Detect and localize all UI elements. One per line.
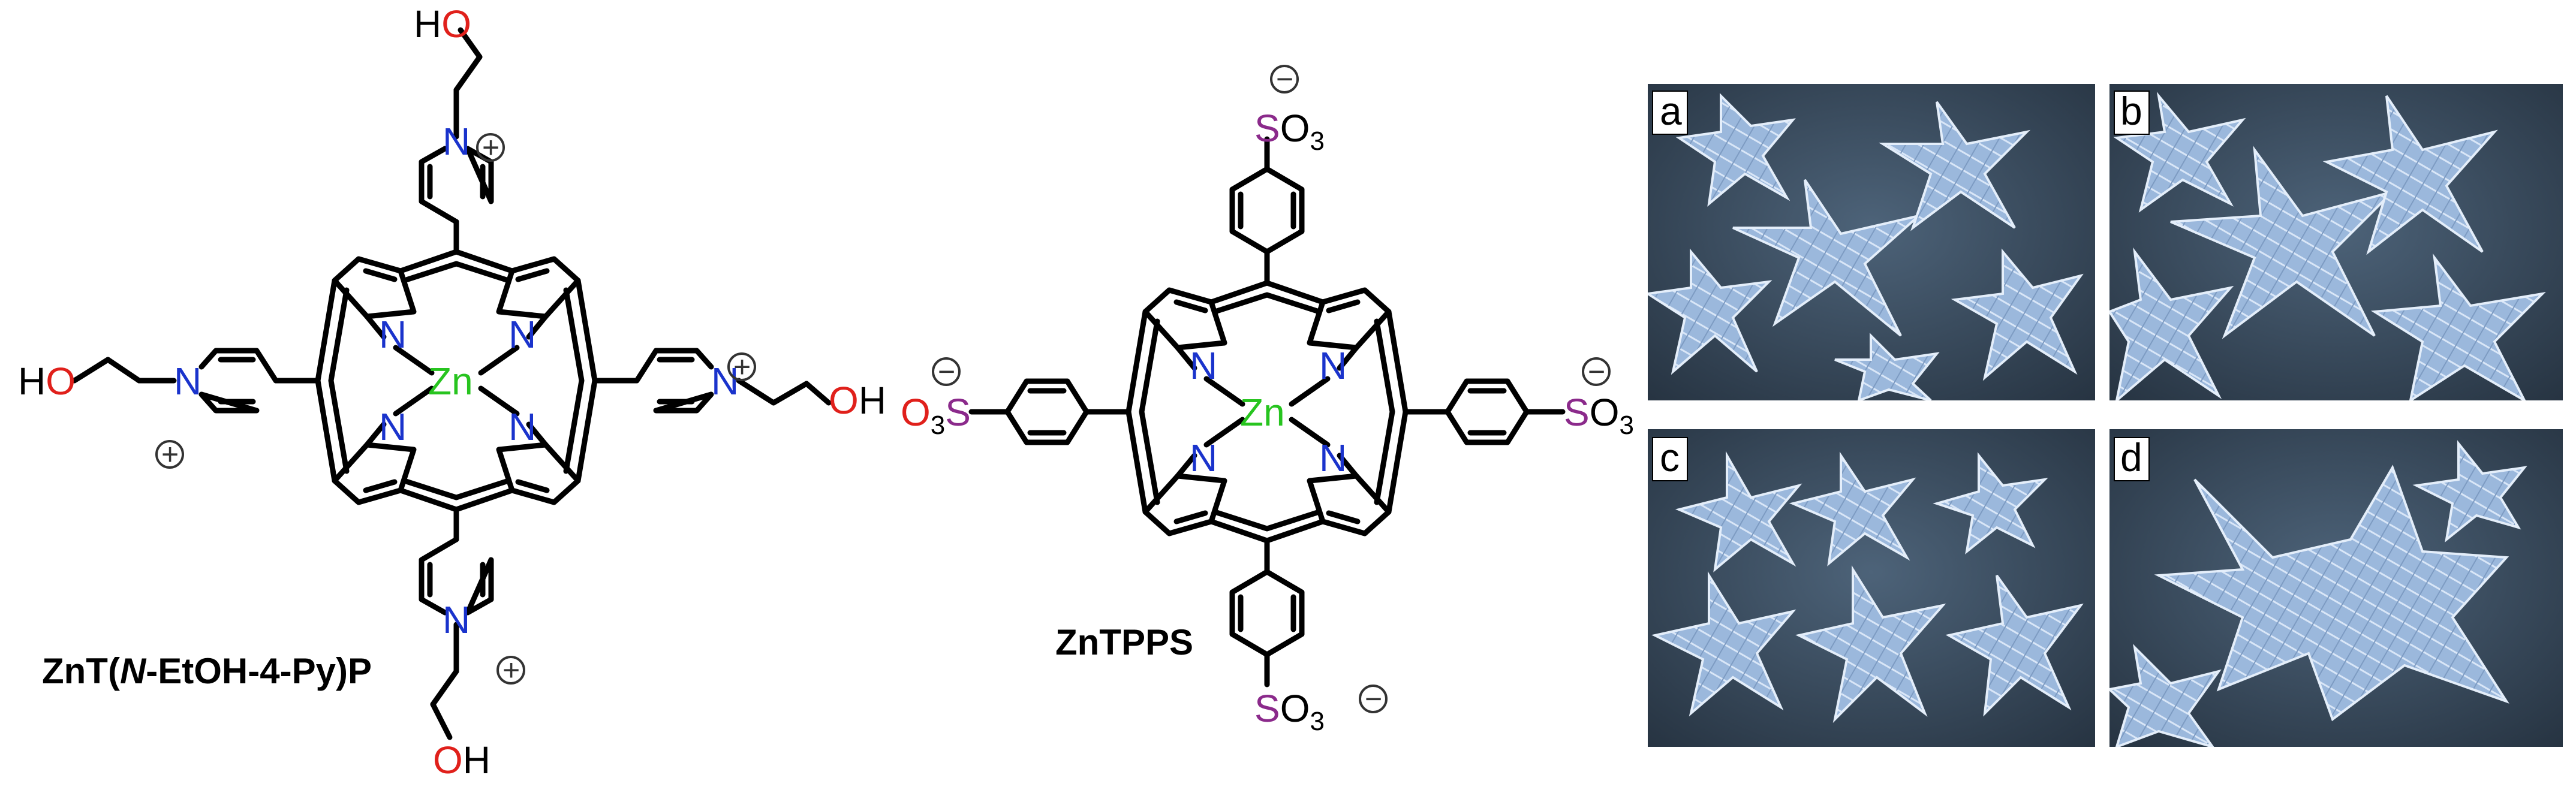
- right-pyridinium-ring: [634, 348, 832, 414]
- zntpps-core-bonds: [1084, 249, 1450, 575]
- svg-text:−: −: [938, 355, 955, 388]
- svg-text:−: −: [1276, 62, 1293, 96]
- panel-label-a: a: [1660, 89, 1682, 133]
- micrograph-panel-d: d: [2109, 429, 2563, 747]
- bottom-pyridinium-ring: [419, 536, 494, 740]
- znt-etoh-py-porphyrin-structure: Zn N N N N N N N N HO OH HO OH + + + + Z…: [18, 2, 886, 782]
- sulfonate-right: SO3: [1564, 391, 1634, 440]
- hydroxyl-top: HO: [414, 2, 471, 46]
- plus-charge-icon: +: [727, 350, 756, 384]
- panel-label-b: b: [2120, 89, 2142, 133]
- n-atom-left-3: N: [379, 405, 407, 448]
- svg-text:−: −: [1588, 355, 1605, 388]
- sulfonate-bottom: SO3: [1254, 687, 1325, 736]
- hydroxyl-right: OH: [829, 379, 886, 422]
- n-atom-bottom-pyridinium: N: [443, 598, 470, 641]
- n-atom-top-pyridinium: N: [443, 120, 470, 163]
- svg-text:+: +: [502, 653, 520, 687]
- compound-name-left: ZnT(N-EtOH-4-Py)P: [42, 651, 372, 691]
- micrograph-panel-b: b: [2109, 84, 2563, 400]
- minus-charge-icon: −: [1359, 682, 1388, 716]
- n-atom-left-4: N: [508, 405, 536, 448]
- n-atom-right-pyridinium: N: [711, 360, 739, 403]
- phenyl-rings: [968, 136, 1566, 688]
- positive-charge-markers: + + + +: [155, 131, 756, 687]
- plus-charge-icon: +: [496, 653, 525, 687]
- plus-charge-icon: +: [155, 438, 184, 471]
- n-atom-left-pyridinium: N: [174, 360, 201, 403]
- n-atom-left-2: N: [508, 313, 536, 356]
- left-core-atoms: Zn N N N N N N N N HO OH HO OH: [18, 2, 886, 782]
- top-pyridinium-ring: [419, 27, 494, 225]
- minus-charge-icon: −: [1270, 62, 1299, 96]
- minus-charge-icon: −: [1582, 355, 1611, 388]
- zn-atom-left: Zn: [428, 360, 473, 403]
- sulfonate-top: SO3: [1254, 107, 1325, 156]
- zntpps-atoms: Zn N N N N SO3 SO3 O3S SO3: [901, 107, 1634, 736]
- micrograph-panel-c: c: [1648, 429, 2095, 747]
- panel-label-d: d: [2120, 435, 2142, 480]
- svg-text:+: +: [733, 350, 751, 384]
- sem-micrograph-grid: a b: [1648, 84, 2563, 747]
- sulfonate-left: O3S: [901, 391, 971, 440]
- plus-charge-icon: +: [476, 131, 505, 164]
- micrograph-panel-a: a: [1648, 84, 2095, 400]
- n-atom-middle-1: N: [1190, 344, 1217, 387]
- hydroxyl-left: HO: [18, 360, 76, 403]
- n-atom-middle-4: N: [1319, 436, 1347, 480]
- svg-text:+: +: [482, 131, 499, 164]
- n-atom-middle-3: N: [1190, 436, 1217, 480]
- left-pyridinium-ring: [71, 348, 279, 414]
- zntpps-structure: Zn N N N N SO3 SO3 O3S SO3 − − − − ZnTPP…: [901, 62, 1634, 736]
- compound-name-middle: ZnTPPS: [1055, 622, 1193, 662]
- svg-text:−: −: [1365, 682, 1382, 716]
- negative-charge-markers: − − − −: [932, 62, 1611, 716]
- svg-text:+: +: [161, 438, 179, 471]
- minus-charge-icon: −: [932, 355, 961, 388]
- porphyrin-core-bonds: [273, 219, 640, 542]
- n-atom-left-1: N: [379, 313, 407, 356]
- hydroxyl-bottom: OH: [433, 738, 490, 782]
- panel-label-c: c: [1660, 435, 1680, 480]
- zn-atom-middle: Zn: [1240, 391, 1285, 434]
- n-atom-middle-2: N: [1319, 344, 1347, 387]
